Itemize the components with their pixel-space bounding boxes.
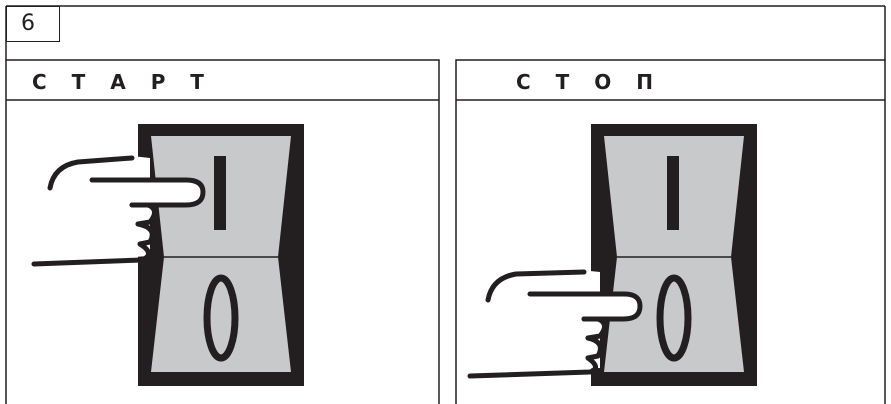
panel-start-title: С Т А Р Т — [32, 70, 213, 94]
panel-stop — [456, 60, 885, 404]
panel-start — [6, 60, 439, 404]
panel-stop-title: С Т О П — [516, 70, 662, 94]
step-number-box: 6 — [6, 6, 60, 42]
outer-frame — [6, 6, 885, 60]
step-number: 6 — [21, 11, 35, 36]
switch-on-symbol — [667, 156, 679, 230]
rocker-switch-start — [138, 124, 304, 386]
switch-on-symbol — [214, 156, 226, 230]
rocker-switch-stop — [591, 124, 757, 386]
